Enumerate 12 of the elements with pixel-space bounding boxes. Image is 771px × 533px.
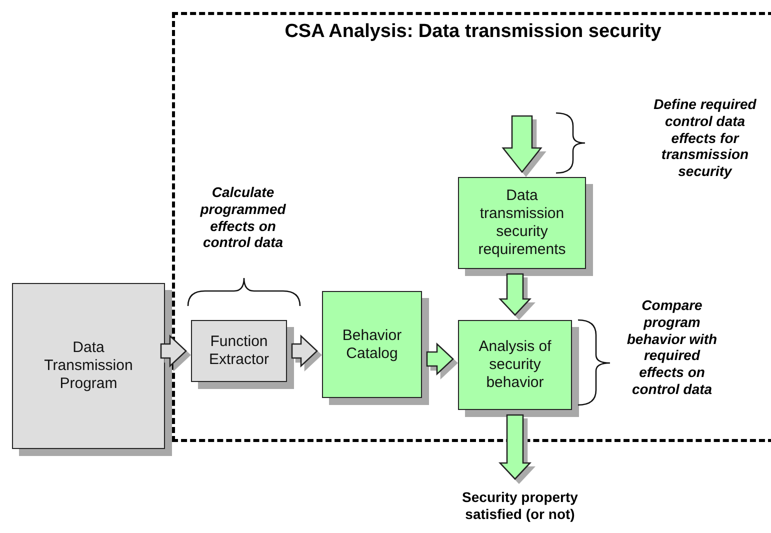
annotation-text: Compare program behavior with required effects on control data: [626, 297, 718, 398]
result-text: Security property satisfied (or not): [445, 488, 595, 524]
block-arrow: [160, 334, 187, 368]
annotation-text: Calculate programmed effects on control data: [199, 184, 287, 252]
block-arrow: [498, 414, 532, 480]
block-arrow: [291, 334, 318, 368]
block-arrow: [498, 273, 532, 316]
diagram-title: CSA Analysis: Data transmission security: [284, 21, 662, 43]
block-arrow: [426, 342, 454, 376]
dashed-boundary: [172, 12, 771, 442]
block-arrow: [502, 115, 542, 174]
annotation-text: Define required control data effects for transmission security: [652, 96, 758, 180]
